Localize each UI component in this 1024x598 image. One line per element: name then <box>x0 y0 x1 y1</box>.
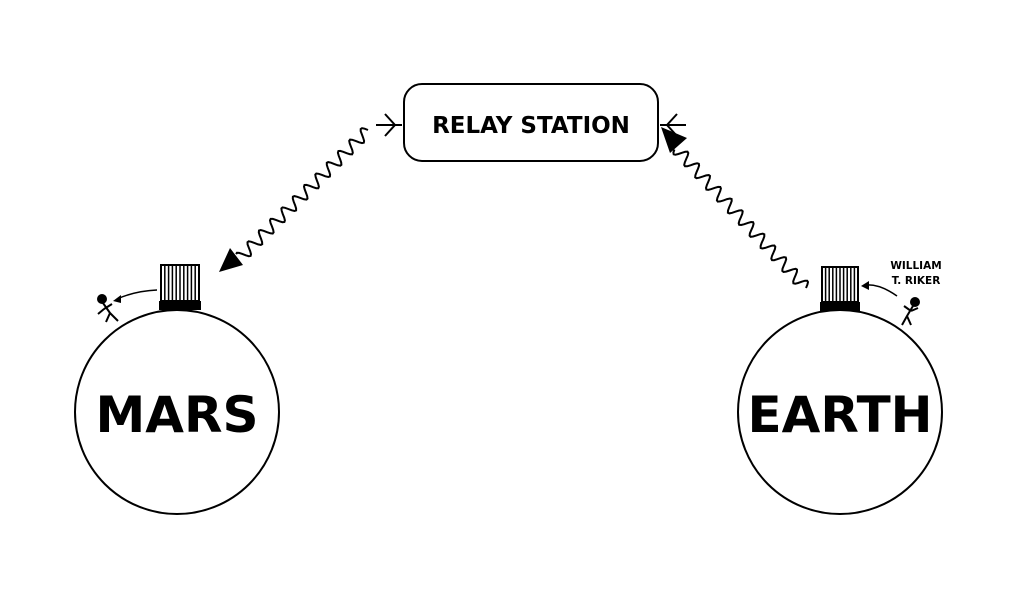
signal-relay-to-mars <box>219 127 369 272</box>
earth-person-figure <box>901 297 920 326</box>
signal-arrowhead-mars <box>219 248 243 272</box>
relay-station: RELAY STATION <box>376 83 686 162</box>
earth-person-name-line1: WILLIAM <box>890 260 941 272</box>
earth-person-name-line2: T. RIKER <box>892 275 941 287</box>
signal-arrowhead-relay <box>661 127 687 153</box>
relay-station-box <box>403 83 659 162</box>
earth-transmitter <box>820 266 860 311</box>
mars-handoff-arrow <box>116 289 158 300</box>
wavy-signal-line <box>235 127 369 258</box>
signal-earth-to-relay <box>661 127 810 289</box>
planet-mars: MARS <box>74 264 280 515</box>
earth-label: EARTH <box>747 386 932 444</box>
relay-right-receiver <box>660 113 686 137</box>
mars-label: MARS <box>96 386 259 444</box>
planet-earth: EARTH WILLIAM T. RIKER <box>737 260 943 515</box>
relay-station-label: RELAY STATION <box>432 113 630 139</box>
relay-left-receiver <box>376 113 402 137</box>
mars-person-figure <box>97 294 119 323</box>
mars-transmitter <box>159 264 201 310</box>
wavy-signal-line <box>672 149 810 289</box>
